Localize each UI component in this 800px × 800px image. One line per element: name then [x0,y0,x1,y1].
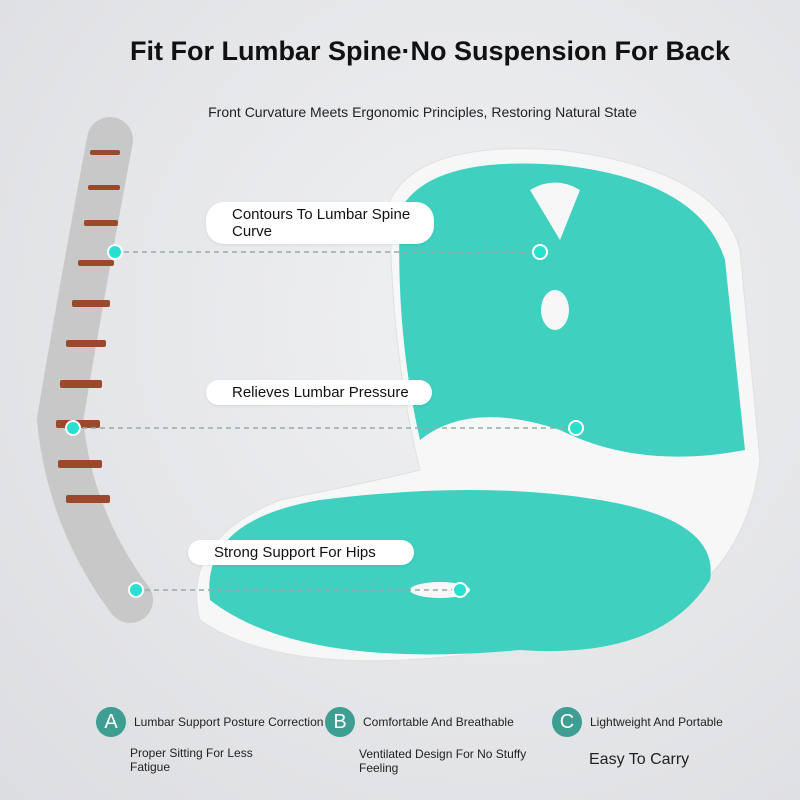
feature-desc: Easy To Carry [589,751,690,768]
feature-title: Comfortable And Breathable [363,715,514,729]
callout-lumbar-curve: Contours To Lumbar Spine Curve [206,202,434,244]
marker-dot [107,244,123,260]
feature-desc: Proper Sitting For Less Fatigue [130,746,253,774]
feature-desc: Ventilated Design For No Stuffy Feeling [359,747,527,775]
feature-c: C Lightweight And Portable [552,707,723,737]
marker-dot [128,582,144,598]
marker-dot [568,420,584,436]
feature-title: Lightweight And Portable [590,715,723,729]
badge-a: A [96,707,126,737]
feature-b: B Comfortable And Breathable [325,707,514,737]
page-subtitle: Front Curvature Meets Ergonomic Principl… [208,104,637,120]
marker-dot [452,582,468,598]
callout-lumbar-pressure: Relieves Lumbar Pressure [206,380,432,405]
spine-illustration [36,117,153,623]
page-title: Fit For Lumbar Spine·No Suspension For B… [129,36,731,66]
marker-dot [532,244,548,260]
callout-hip-support: Strong Support For Hips [188,540,414,565]
badge-c: C [552,707,582,737]
seat-illustration [196,148,761,662]
feature-title: Lumbar Support Posture Correction [134,715,324,729]
feature-a: A Lumbar Support Posture Correction [96,707,323,737]
badge-b: B [325,707,355,737]
marker-dot [65,420,81,436]
